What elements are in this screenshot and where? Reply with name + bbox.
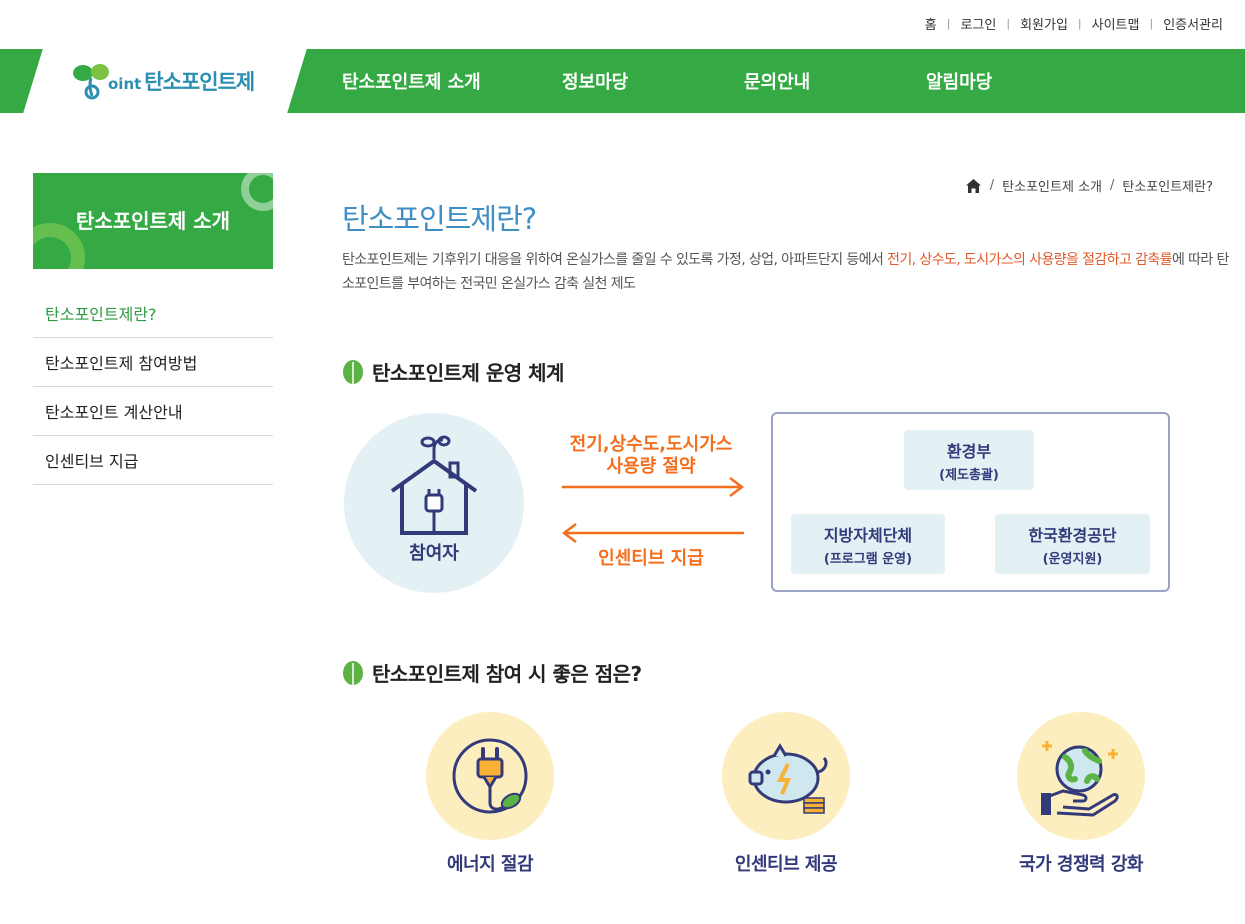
arrow-left-icon <box>561 523 744 543</box>
home-link[interactable]: 홈 <box>924 18 937 33</box>
org-local-gov: 지방자체단체 (프로그램 운영) <box>791 514 945 574</box>
org-role: (제도총괄) <box>939 468 999 483</box>
arrow-text-line: 사용량 절약 <box>606 456 696 477</box>
benefit-circle <box>722 712 850 840</box>
benefit-energy: 에너지 절감 <box>426 712 554 875</box>
benefit-label: 국가 경쟁력 강화 <box>1019 854 1143 875</box>
benefit-label: 인센티브 제공 <box>734 854 838 875</box>
breadcrumb-separator: / <box>1109 178 1115 193</box>
sidebar-item-calculation[interactable]: 탄소포인트 계산안내 <box>33 387 273 436</box>
piggy-bank-icon <box>748 743 828 814</box>
breadcrumb-separator: / <box>989 178 995 193</box>
desc-text: 탄소포인트제는 기후위기 대응을 위하여 온실가스를 줄일 수 있도록 가정, … <box>342 252 888 268</box>
arrow-right-icon <box>562 477 745 497</box>
nav-item-intro[interactable]: 탄소포인트제 소개 <box>342 72 481 93</box>
benefit-incentive: 인센티브 제공 <box>722 712 850 875</box>
nav-item-inquiry[interactable]: 문의안내 <box>744 72 811 93</box>
section-title-benefits: 탄소포인트제 참여 시 좋은 점은? <box>342 658 642 687</box>
home-icon[interactable] <box>965 178 982 194</box>
sprout-logo-icon <box>73 64 109 100</box>
util-separator: | <box>1149 17 1154 30</box>
participant-circle: 참여자 <box>344 413 524 593</box>
utility-bar: 홈 | 로그인 | 회원가입 | 사이트맵 | 인증서관리 <box>925 14 1223 33</box>
util-separator: | <box>946 17 951 30</box>
breadcrumb: / 탄소포인트제 소개 / 탄소포인트제란? <box>965 176 1213 195</box>
arrow-incentive-text: 인센티브 지급 <box>598 548 704 569</box>
section-title-text: 탄소포인트제 운영 체계 <box>372 361 564 385</box>
desc-highlight: 전기, 상수도, 도시가스의 사용량을 절감하고 감축률 <box>887 252 1172 268</box>
logo-brand-text: 탄소포인트제 <box>144 70 255 94</box>
sidebar-menu: 탄소포인트제란? 탄소포인트제 참여방법 탄소포인트 계산안내 인센티브 지급 <box>33 289 273 485</box>
arrow-text-line: 전기,상수도,도시가스 <box>569 434 733 455</box>
section-title-text: 탄소포인트제 참여 시 좋은 점은? <box>372 662 642 686</box>
org-name: 환경부 <box>946 442 992 461</box>
house-sprout-icon <box>390 435 478 535</box>
benefit-competitiveness: 국가 경쟁력 강화 <box>1017 712 1145 875</box>
participant-label: 참여자 <box>409 543 459 564</box>
breadcrumb-current[interactable]: 탄소포인트제란? <box>1122 180 1213 195</box>
certificate-link[interactable]: 인증서관리 <box>1163 18 1223 33</box>
leaf-icon <box>343 660 363 685</box>
plug-icon <box>452 738 528 814</box>
org-environment-corp: 한국환경공단 (운영지원) <box>995 514 1150 574</box>
arrow-saving-text: 전기,상수도,도시가스 사용량 절약 <box>556 434 746 478</box>
sidebar-title: 탄소포인트제 소개 <box>75 209 231 233</box>
org-ministry: 환경부 (제도총괄) <box>904 430 1034 490</box>
globe-hand-icon <box>1041 741 1119 817</box>
util-separator: | <box>1077 17 1082 30</box>
nav-item-info[interactable]: 정보마당 <box>562 72 629 93</box>
util-separator: | <box>1006 17 1011 30</box>
organization-box: 환경부 (제도총괄) 지방자체단체 (프로그램 운영) 한국환경공단 (운영지원… <box>771 412 1170 592</box>
signup-link[interactable]: 회원가입 <box>1020 18 1068 33</box>
sidebar-item-what-is[interactable]: 탄소포인트제란? <box>33 289 273 338</box>
logo-point-text: oint <box>108 75 142 93</box>
benefit-circle <box>426 712 554 840</box>
org-name: 한국환경공단 <box>1028 526 1117 545</box>
nav-item-notice[interactable]: 알림마당 <box>926 72 993 93</box>
site-logo[interactable]: oint 탄소포인트제 <box>72 62 255 100</box>
org-role: (운영지원) <box>1042 552 1103 567</box>
decor-circle <box>241 173 273 211</box>
org-role: (프로그램 운영) <box>823 552 913 567</box>
sitemap-link[interactable]: 사이트맵 <box>1091 18 1140 33</box>
login-link[interactable]: 로그인 <box>960 18 997 33</box>
breadcrumb-item[interactable]: 탄소포인트제 소개 <box>1002 180 1102 195</box>
leaf-icon <box>343 359 363 384</box>
sidebar-item-how-to-join[interactable]: 탄소포인트제 참여방법 <box>33 338 273 387</box>
benefit-label: 에너지 절감 <box>446 854 534 875</box>
desc-text: 에 따라 탄소포인트를 부여하는 전국민 온실가스 감축 실천 제도 <box>342 252 1229 292</box>
benefit-circle <box>1017 712 1145 840</box>
section-title-system: 탄소포인트제 운영 체계 <box>342 357 564 386</box>
org-name: 지방자체단체 <box>823 526 913 545</box>
sidebar-item-incentive[interactable]: 인센티브 지급 <box>33 436 273 485</box>
sidebar-header: 탄소포인트제 소개 <box>33 173 273 269</box>
page-description: 탄소포인트제는 기후위기 대응을 위하여 온실가스를 줄일 수 있도록 가정, … <box>342 248 1237 296</box>
page-title: 탄소포인트제란? <box>342 202 537 236</box>
